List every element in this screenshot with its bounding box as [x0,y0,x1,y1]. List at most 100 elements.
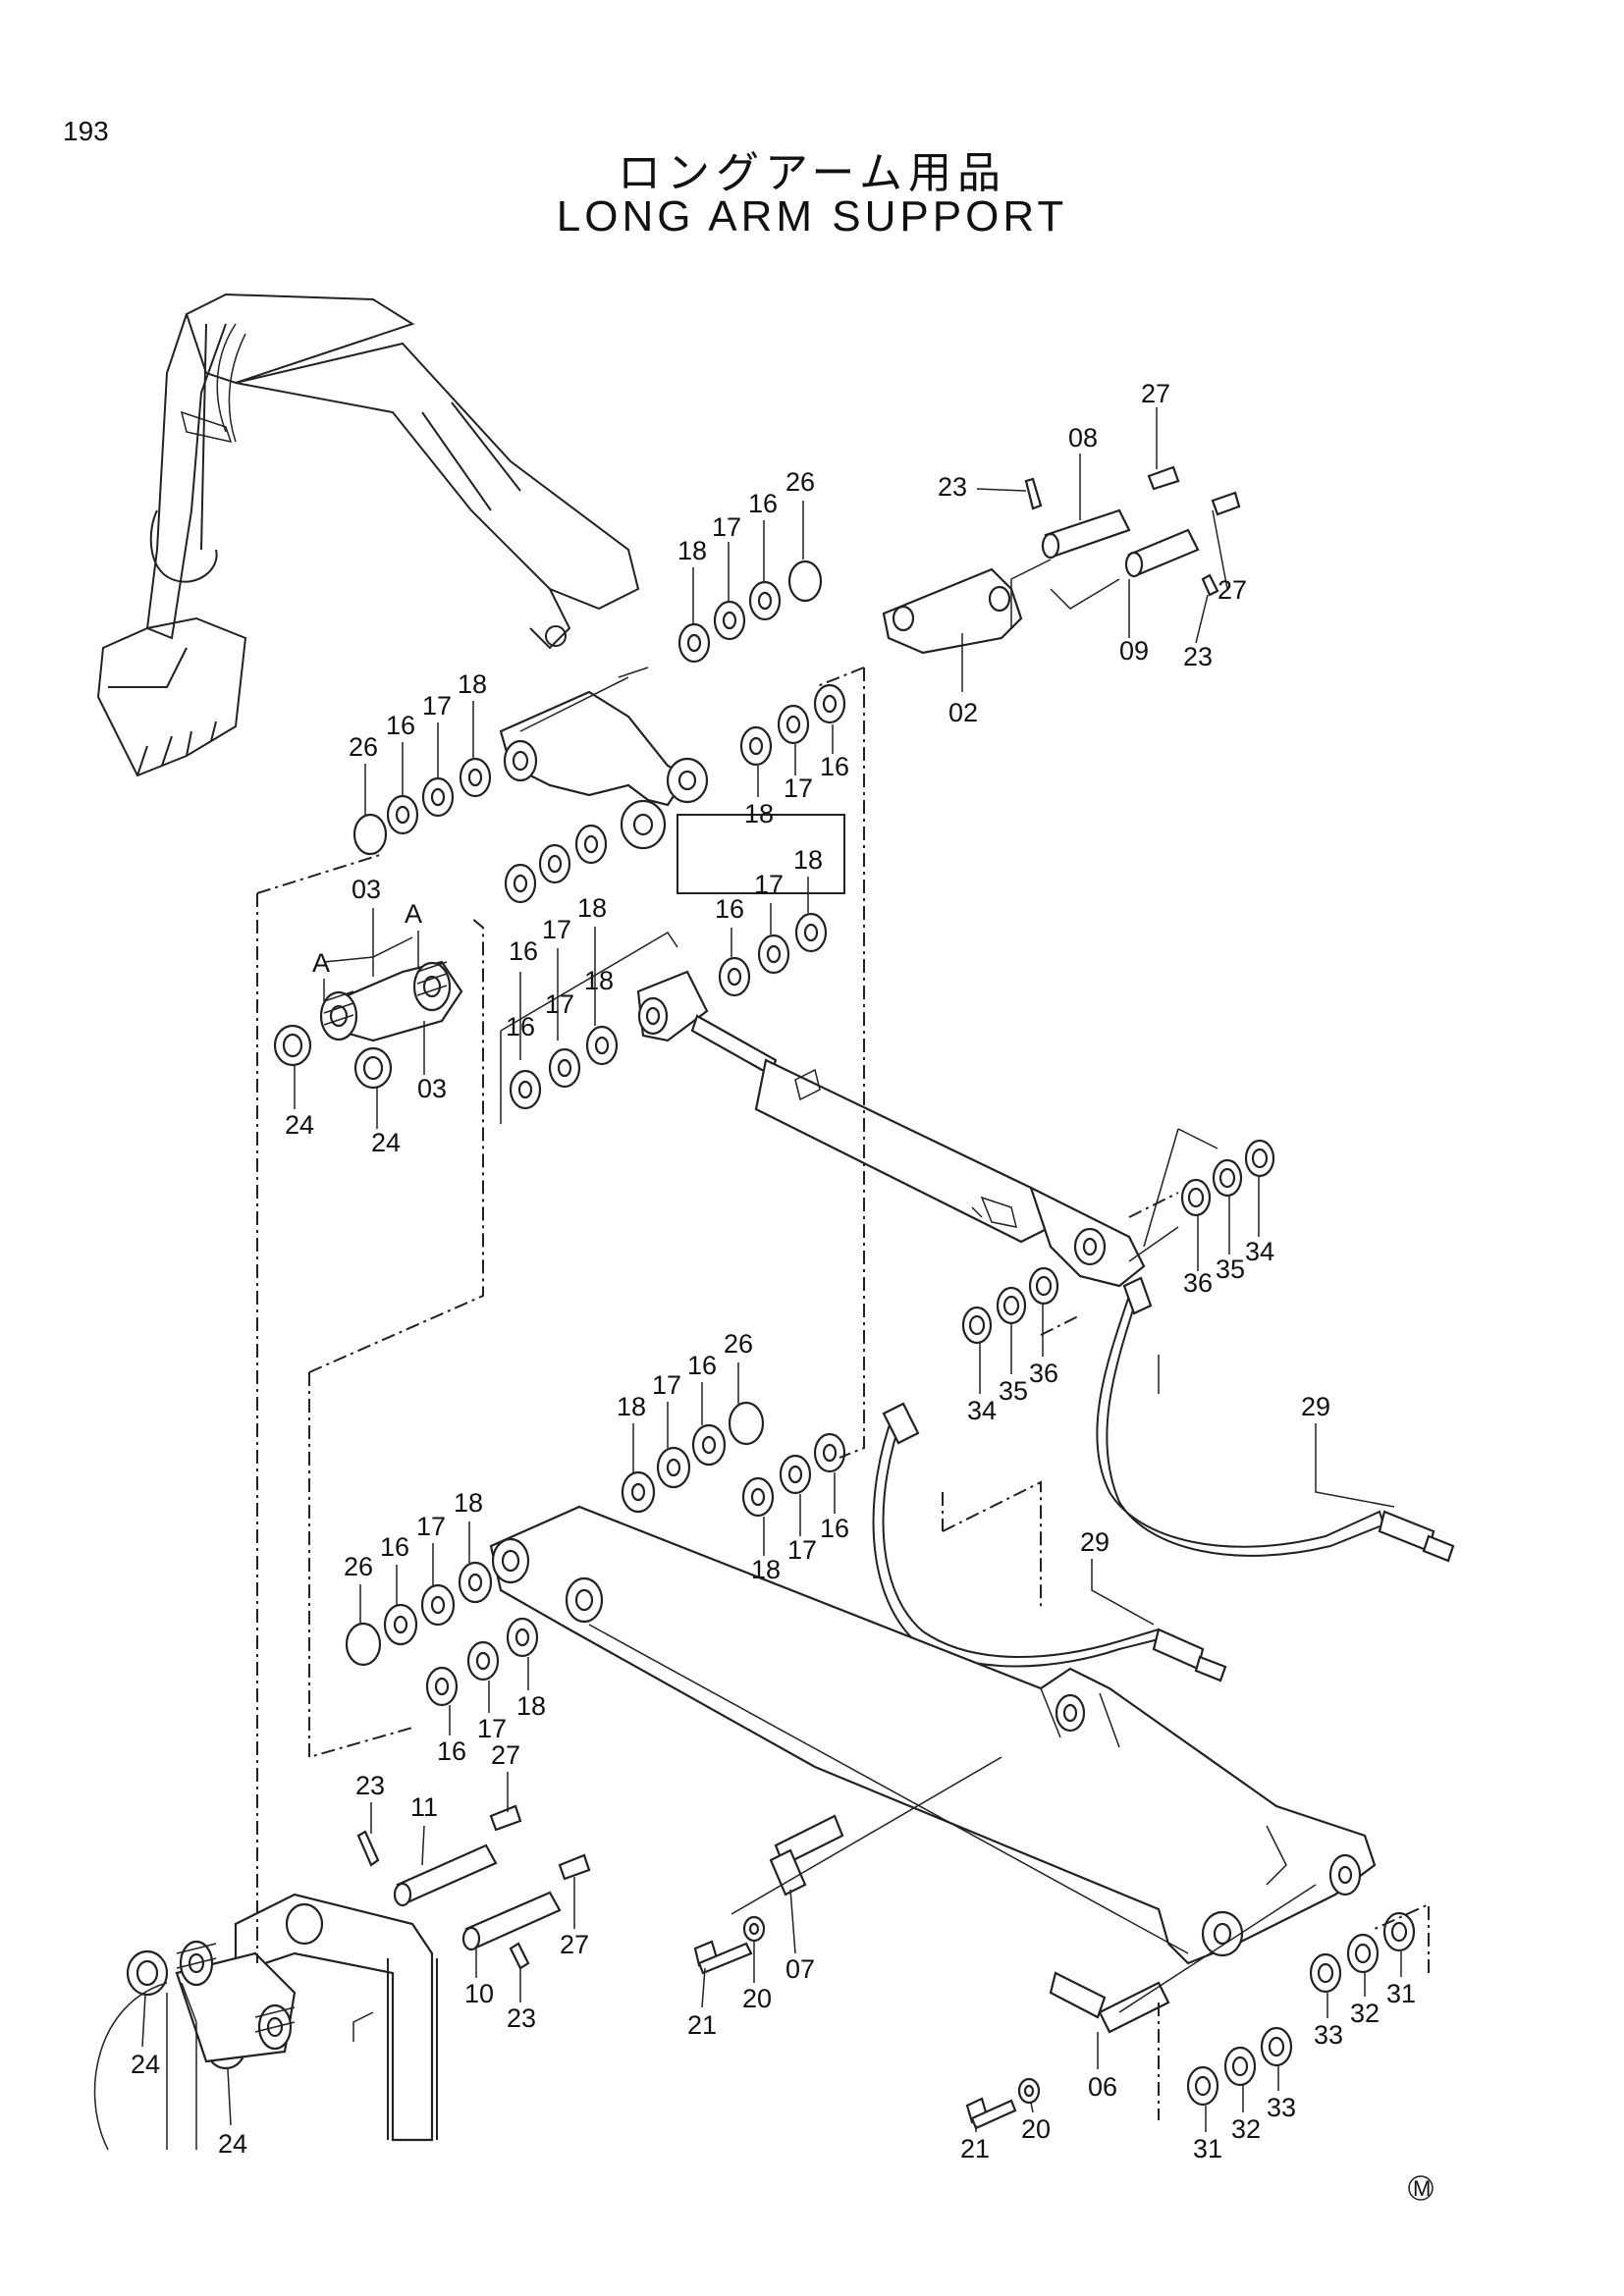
callout-c54: 17 [477,1714,507,1743]
bucket-cylinder [636,970,1146,1288]
excavator-overview [96,293,640,777]
callout-c31: 03 [417,1074,447,1103]
callout-c40: 18 [617,1392,646,1421]
leader-lines [141,407,1402,2132]
callout-c25: 16 [715,894,744,924]
grease-fitting-27-top [1147,465,1241,516]
callout-labels: 27 08 23 26 16 17 18 27 09 23 02 26 16 1… [131,379,1416,2163]
manufacturer-mark: M [1408,2175,1434,2201]
callout-c37: 34 [967,1396,997,1425]
callout-c16: 16 [820,752,849,781]
callout-c57: 27 [491,1740,520,1770]
callout-c48: 26 [344,1552,373,1581]
hose-29 [872,1276,1455,1682]
callout-c69: 31 [1386,1979,1416,2008]
callout-c66: 24 [218,2129,247,2159]
callout-c29: 17 [545,989,574,1019]
callout-c14: 17 [422,691,452,721]
callout-c49: 16 [380,1532,409,1562]
callout-c26: 17 [754,870,784,899]
callout-c12: 26 [349,732,378,762]
title-english: LONG ARM SUPPORT [556,192,1068,240]
callout-c10: 23 [1183,642,1213,671]
callout-c75: 33 [1267,2093,1296,2122]
pin-06 [1049,1971,1170,2034]
pin-10 [461,1891,562,1951]
callout-c2: 08 [1068,423,1098,453]
callout-c74: 32 [1231,2114,1261,2144]
callout-c55: 18 [516,1691,546,1721]
callout-c18: 18 [744,799,774,828]
long-arm [489,1505,1377,1965]
callout-c60: 10 [464,1979,494,2008]
title-japanese: ロングアーム用品 [617,148,1007,198]
callout-c50: 17 [416,1512,446,1541]
callout-c58: 11 [410,1792,438,1822]
callout-c63: 20 [742,1984,772,2013]
callout-c22: 16 [509,936,538,966]
callout-c43: 26 [724,1329,753,1359]
callout-c3: 23 [938,472,967,502]
callout-c42: 16 [687,1351,717,1380]
callout-c4: 26 [785,467,815,497]
callout-c39: 36 [1029,1359,1058,1388]
callout-c17: 17 [784,774,813,803]
callout-c46: 17 [787,1535,817,1565]
page-number: 193 [63,116,109,146]
callout-c34: 36 [1183,1268,1213,1298]
callout-c11: 02 [948,698,978,727]
callout-c33: 24 [371,1128,401,1157]
pin-09 [1124,528,1200,578]
callout-c15: 18 [458,669,487,699]
side-link-03 [319,960,463,1042]
callout-c71: 20 [1021,2114,1051,2144]
callout-c44: 29 [1301,1392,1330,1421]
callout-c41: 17 [652,1370,681,1400]
callout-c35: 35 [1216,1255,1245,1284]
callout-c56: 23 [355,1771,385,1800]
callout-c8: 27 [1218,575,1247,605]
callout-c67: 33 [1314,2020,1343,2050]
pin-23-top [1024,477,1219,597]
callout-c38: 35 [999,1376,1028,1406]
callout-c24: 18 [577,893,607,923]
callout-c19: 03 [352,875,381,904]
callout-c5: 16 [748,489,778,518]
bolt-21 [693,1940,1017,2130]
callout-c45: 18 [751,1555,781,1584]
callout-c70: 21 [960,2134,990,2163]
h-link [499,690,709,850]
callout-c27: 18 [793,845,823,875]
callout-c65: 24 [131,2050,160,2079]
callout-c1: 27 [1141,379,1170,408]
manufacturer-mark-letter: M [1413,2176,1431,2201]
washers [345,560,1416,2107]
pin-23-bottom [356,1830,530,1970]
washer-20 [742,1915,1041,2105]
callout-c62: 21 [687,2010,717,2040]
callout-c13: 16 [386,711,415,740]
callout-c20: A [312,948,330,978]
callout-c6: 17 [712,512,741,542]
callout-c68: 32 [1350,1999,1380,2028]
pin-11 [393,1843,498,1907]
callout-c30: 18 [584,966,614,995]
callout-c59: 27 [560,1930,589,1959]
callout-c36: 34 [1245,1237,1274,1266]
pin-08 [1041,508,1131,560]
callout-c9: 09 [1119,636,1149,666]
grease-fitting-27-bottom [489,1804,591,1881]
callout-c51: 18 [454,1488,483,1518]
boom-end-bracket [175,1893,438,2142]
callout-c53: 16 [437,1736,466,1766]
callout-c72: 06 [1088,2072,1117,2102]
callout-c7: 18 [677,536,707,565]
callout-c61: 23 [507,2003,536,2033]
callout-c52: 29 [1080,1527,1110,1557]
callout-c32: 24 [285,1110,314,1140]
callout-c47: 16 [820,1514,849,1543]
pin-07 [769,1814,844,1896]
callout-c73: 31 [1193,2134,1222,2163]
callout-c21: A [405,899,422,929]
